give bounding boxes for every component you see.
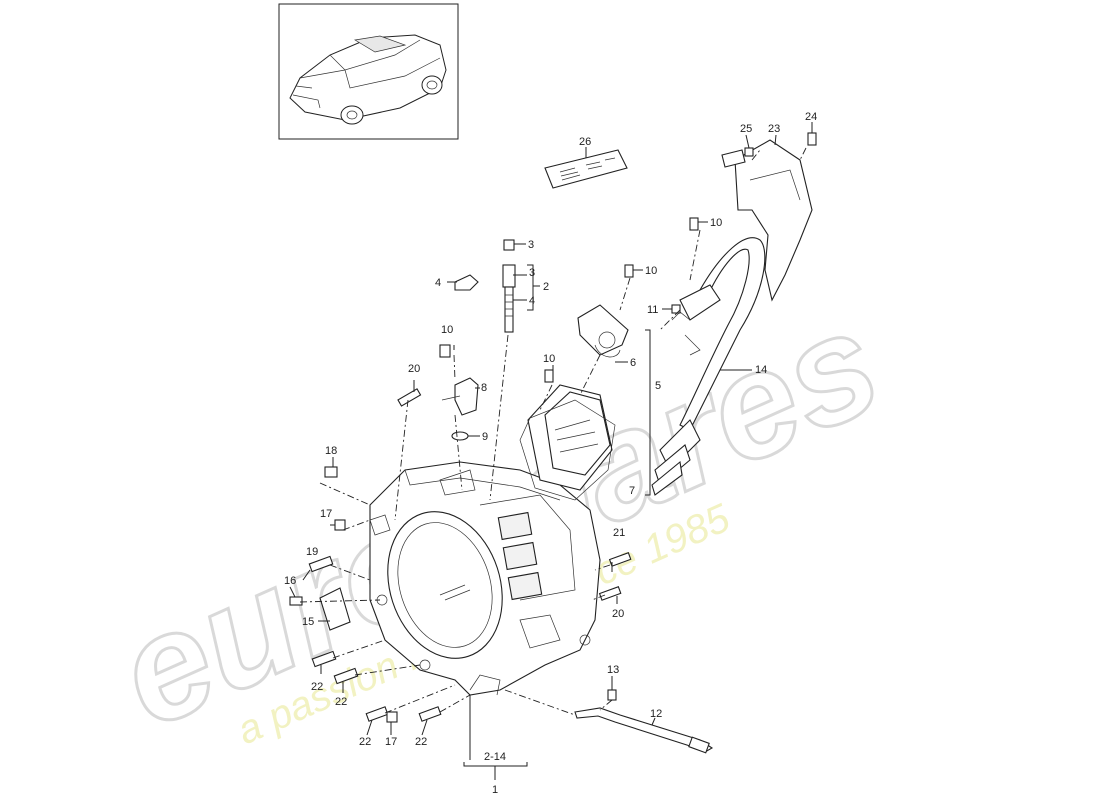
callout-22c: 22 [359, 736, 371, 748]
motor-housing [369, 461, 601, 696]
small-cover [577, 304, 629, 358]
ground-strap [574, 707, 714, 754]
callout-13: 13 [607, 664, 619, 676]
callout-10c: 10 [441, 324, 453, 336]
leader-lines [289, 122, 813, 780]
callout-18: 18 [325, 445, 337, 457]
callout-10d: 10 [543, 353, 555, 365]
callout-24: 24 [805, 111, 817, 123]
sensor-small [441, 377, 479, 441]
callout-1: 1 [492, 784, 498, 796]
callout-10a: 10 [710, 217, 722, 229]
dashed-guides [299, 147, 807, 716]
car-suv-icon [289, 34, 447, 125]
callout-4b: 4 [529, 295, 535, 307]
callout-22b: 22 [335, 696, 347, 708]
callout-9: 9 [482, 431, 488, 443]
callout-3b: 3 [529, 267, 535, 279]
callout-11: 11 [647, 304, 658, 316]
callout-5: 5 [655, 380, 661, 392]
cable-harness [651, 237, 766, 496]
callout-7: 7 [629, 485, 635, 497]
callout-22a: 22 [311, 681, 323, 693]
callouts: 26 25 23 24 10 3 10 3 4 2 4 11 10 10 6 1… [284, 111, 817, 796]
callout-2: 2 [543, 281, 549, 293]
label-plate-icon [544, 149, 628, 189]
callout-20a: 20 [408, 363, 420, 375]
cover-plate [519, 384, 616, 501]
callout-17b: 17 [385, 736, 397, 748]
callout-10b: 10 [645, 265, 657, 277]
callout-21: 21 [613, 527, 625, 539]
callout-26: 26 [579, 136, 591, 148]
cable-bracket [721, 139, 813, 302]
callout-15: 15 [302, 616, 314, 628]
vehicle-thumbnail [278, 3, 459, 140]
callout-19: 19 [306, 546, 318, 558]
callout-8: 8 [481, 382, 487, 394]
callout-25: 25 [740, 123, 752, 135]
callout-range: 2-14 [484, 751, 506, 763]
callout-6: 6 [630, 357, 636, 369]
callout-22d: 22 [415, 736, 427, 748]
callout-16: 16 [284, 575, 296, 587]
callout-3: 3 [528, 239, 534, 251]
callout-14: 14 [755, 364, 767, 376]
sensor-part [454, 239, 516, 333]
callout-4: 4 [435, 277, 441, 289]
callout-23: 23 [768, 123, 780, 135]
callout-20b: 20 [612, 608, 624, 620]
callout-12: 12 [650, 708, 662, 720]
callout-17a: 17 [320, 508, 332, 520]
fasteners [289, 132, 817, 723]
